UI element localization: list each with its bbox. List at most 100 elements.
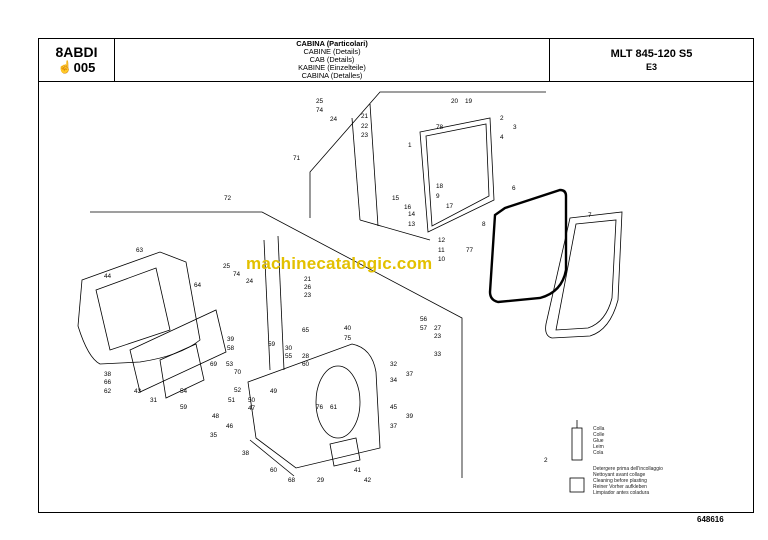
callout-label: 24: [246, 278, 254, 285]
callout-label: 27: [434, 325, 442, 332]
callout-label: 39: [227, 336, 235, 343]
title-fr: CABINE (Details): [303, 47, 361, 56]
callout-label: 74: [233, 271, 241, 278]
callout-label: 77: [466, 247, 474, 254]
callout-label: 6: [512, 185, 516, 192]
callout-label: 1: [408, 142, 412, 149]
callout-label: 2: [500, 115, 504, 122]
section-boundary-line: [90, 211, 463, 478]
callout-label: 25: [223, 263, 231, 270]
callout-label: 35: [210, 432, 218, 439]
callout-label: 34: [390, 377, 398, 384]
callout-label: 78: [436, 124, 444, 131]
section-titles: CABINA (Particolari) CABINE (Details) CA…: [115, 39, 549, 81]
callout-label: 14: [408, 211, 416, 218]
trim-panel-64: [77, 251, 201, 365]
callout-label: 59: [268, 341, 276, 348]
model-name: MLT 845-120 S5: [610, 48, 693, 60]
callout-label: 56: [420, 316, 428, 323]
section-code-box: 8ABDI ☝ 005: [39, 39, 115, 81]
page-code: 005: [73, 60, 96, 75]
callout-label: 62: [104, 388, 112, 395]
callout-label: 65: [302, 327, 310, 334]
callout-label: 22: [361, 123, 369, 130]
edition-code: E3: [645, 62, 657, 72]
cleaner-legend: Detergere prima dell'incollaggio Nettoya…: [593, 466, 663, 496]
callout-label: 63: [136, 247, 144, 254]
title-es: CABINA (Detalles): [301, 71, 363, 80]
callout-label: 20: [451, 98, 459, 105]
callout-label: 38: [104, 371, 112, 378]
insulation-69: [129, 309, 227, 393]
title-en: CAB (Details): [309, 55, 355, 64]
cleaner-bottle: [569, 477, 585, 493]
callout-label: 39: [406, 413, 414, 420]
callout-label: 59: [180, 404, 188, 411]
callout-label: 13: [408, 221, 416, 228]
callout-label: 42: [364, 477, 372, 484]
callout-label: 23: [304, 292, 312, 299]
callout-label: 48: [212, 413, 220, 420]
callout-label: 15: [392, 195, 400, 202]
callout-label: 21: [361, 113, 369, 120]
callout-label: 12: [438, 237, 446, 244]
callout-label: 55: [285, 353, 293, 360]
callout-label: 21: [304, 276, 312, 283]
callout-label: 17: [446, 203, 454, 210]
callout-label: 32: [390, 361, 398, 368]
callout-label: 45: [390, 404, 398, 411]
section-code: 8ABDI: [55, 44, 98, 60]
callout-label: 3: [513, 124, 517, 131]
callout-label: 23: [361, 132, 369, 139]
callout-label: 26: [304, 284, 312, 291]
callout-label: 64: [194, 282, 202, 289]
callout-label: 60: [270, 467, 278, 474]
window-glass-7: [545, 211, 623, 339]
title-it: CABINA (Particolari): [296, 39, 368, 48]
glue-tube: [571, 427, 583, 461]
model-box: MLT 845-120 S5 E3: [549, 39, 753, 81]
door-panel-lower: [247, 343, 381, 469]
handle-plate-42: [329, 437, 361, 467]
callout-label: 66: [104, 379, 112, 386]
callout-label: 4: [500, 134, 504, 141]
callout-label: 53: [226, 361, 234, 368]
callout-label: 11: [438, 247, 445, 254]
callout-label: 49: [270, 388, 278, 395]
callout-label: 71: [293, 155, 301, 162]
pointing-hand-icon[interactable]: ☝: [57, 60, 73, 74]
callout-label: 30: [285, 345, 293, 352]
callout-label: 61: [330, 404, 338, 411]
callout-label: 41: [354, 467, 362, 474]
callout-label: 60: [302, 361, 310, 368]
callout-label: 75: [344, 335, 352, 342]
callout-label: 51: [228, 397, 236, 404]
callout-label: 47: [248, 405, 256, 412]
callout-label: 25: [316, 98, 324, 105]
callout-label: 38: [242, 450, 250, 457]
callout-label: 9: [436, 193, 440, 200]
callout-label: 69: [210, 361, 218, 368]
callout-label: 57: [420, 325, 428, 332]
callout-label: 37: [390, 423, 398, 430]
callout-label: 76: [316, 404, 324, 411]
callout-label: 2: [544, 457, 548, 464]
callout-label: 72: [224, 195, 232, 202]
callout-label: 7: [588, 212, 592, 219]
callout-label: 24: [330, 116, 338, 123]
callout-label: 18: [436, 183, 444, 190]
callout-label: 19: [465, 98, 473, 105]
insulation-70: [159, 343, 205, 399]
page-code-row: ☝ 005: [58, 60, 96, 75]
callout-label: 44: [104, 273, 112, 280]
door-frame-upper: [419, 117, 495, 233]
glue-legend: Colla Colle Glue Leim Cola: [593, 426, 605, 456]
callout-label: 40: [344, 325, 352, 332]
document-number: 648616: [697, 515, 724, 524]
callout-label: 23: [434, 333, 442, 340]
callout-label: 31: [150, 397, 158, 404]
callout-label: 33: [434, 351, 442, 358]
callout-label: 50: [248, 397, 256, 404]
callout-label: 16: [404, 204, 412, 211]
callout-label: 70: [234, 369, 242, 376]
